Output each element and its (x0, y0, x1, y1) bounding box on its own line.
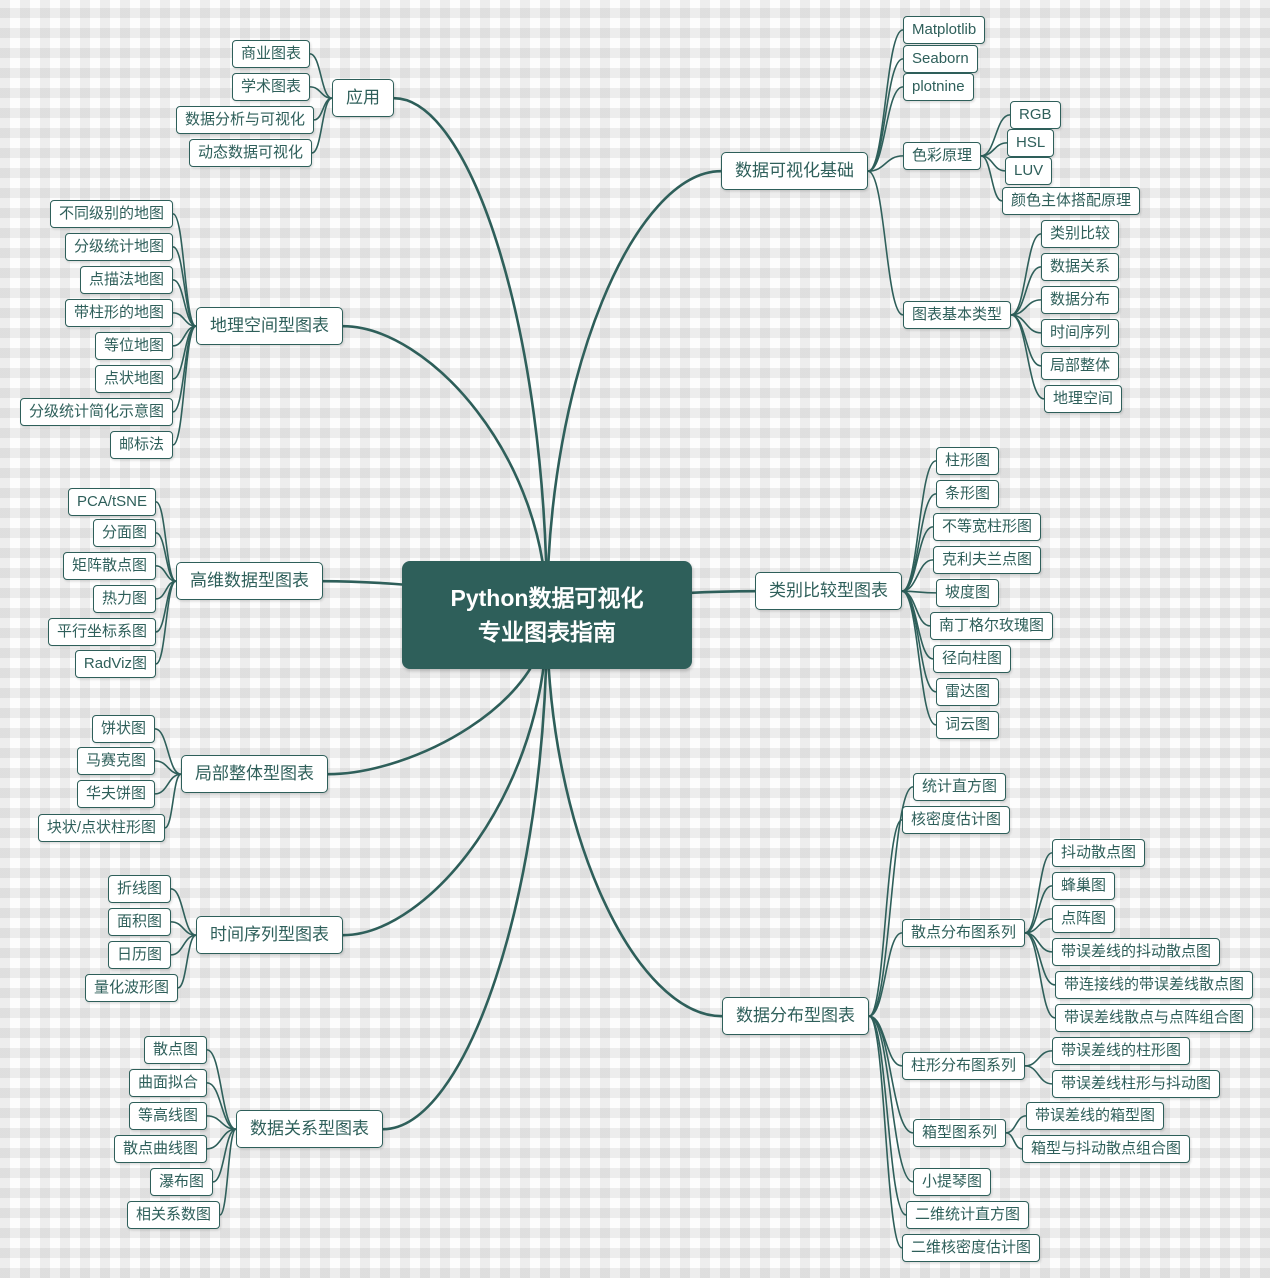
node-2d-kde-plot[interactable]: 二维核密度估计图 (902, 1234, 1041, 1262)
node-basic-chart-types[interactable]: 图表基本类型 (903, 301, 1012, 329)
node-facet-plot[interactable]: 分面图 (92, 519, 156, 547)
node-contour-plot[interactable]: 等高线图 (128, 1102, 207, 1130)
node-rgb[interactable]: RGB (1010, 101, 1061, 129)
node-error-scatter-dot-array-combo[interactable]: 带误差线散点与点阵组合图 (1055, 1004, 1254, 1032)
node-radar-chart[interactable]: 雷达图 (936, 678, 1000, 706)
node-2d-histogram[interactable]: 二维统计直方图 (906, 1201, 1030, 1229)
node-matplotlib[interactable]: Matplotlib (903, 16, 986, 44)
node-time-series[interactable]: 时间序列 (1041, 319, 1120, 347)
node-data-relationship[interactable]: 数据关系 (1041, 253, 1120, 281)
central-topic[interactable]: Python数据可视化 专业图表指南 (402, 561, 692, 669)
node-seaborn[interactable]: Seaborn (903, 45, 978, 73)
node-heatmap[interactable]: 热力图 (92, 585, 156, 613)
node-waterfall-chart[interactable]: 瀑布图 (149, 1168, 213, 1196)
branch-dataviz-basics[interactable]: 数据可视化基础 (721, 152, 868, 191)
branch-data-relationship-charts[interactable]: 数据关系型图表 (236, 1110, 383, 1149)
node-multi-level-maps[interactable]: 不同级别的地图 (49, 200, 173, 228)
node-geospatial[interactable]: 地理空间 (1044, 385, 1123, 413)
node-business-charts[interactable]: 商业图表 (231, 40, 310, 68)
node-color-theory[interactable]: 色彩原理 (903, 142, 982, 170)
node-parallel-coordinates[interactable]: 平行坐标系图 (47, 618, 156, 646)
node-pie-chart[interactable]: 饼状图 (91, 715, 155, 743)
node-violin-plot[interactable]: 小提琴图 (913, 1168, 992, 1196)
node-waffle-chart[interactable]: 华夫饼图 (76, 780, 155, 808)
node-color-matching-principles[interactable]: 颜色主体搭配原理 (1002, 187, 1141, 215)
node-radial-column-chart[interactable]: 径向柱图 (933, 645, 1012, 673)
node-stamp-method[interactable]: 邮标法 (109, 431, 173, 459)
node-block-dot-column-chart[interactable]: 块状/点状柱形图 (37, 814, 165, 842)
node-simplified-choropleth-diagram[interactable]: 分级统计简化示意图 (19, 398, 173, 426)
node-radviz[interactable]: RadViz图 (74, 650, 156, 678)
node-scatter-distribution-series[interactable]: 散点分布图系列 (902, 919, 1026, 947)
branch-data-distribution-charts[interactable]: 数据分布型图表 (722, 997, 869, 1036)
node-error-column-with-jitter[interactable]: 带误差线柱形与抖动图 (1052, 1070, 1221, 1098)
node-bar-chart[interactable]: 条形图 (936, 480, 1000, 508)
node-plotnine[interactable]: plotnine (903, 73, 974, 101)
node-variable-width-column-chart[interactable]: 不等宽柱形图 (933, 513, 1042, 541)
node-jitter-scatter-error-bars[interactable]: 带误差线的抖动散点图 (1052, 938, 1221, 966)
node-luv[interactable]: LUV (1005, 157, 1053, 185)
node-scatter-matrix[interactable]: 矩阵散点图 (62, 552, 156, 580)
node-isopleth-map[interactable]: 等位地图 (94, 332, 173, 360)
node-error-bar-column-chart[interactable]: 带误差线的柱形图 (1052, 1037, 1191, 1065)
node-scatter-plot[interactable]: 散点图 (143, 1036, 207, 1064)
node-choropleth-map[interactable]: 分级统计地图 (64, 233, 173, 261)
node-part-to-whole[interactable]: 局部整体 (1041, 352, 1120, 380)
branch-applications[interactable]: 应用 (332, 79, 394, 118)
node-boxplot-series[interactable]: 箱型图系列 (913, 1119, 1007, 1147)
node-box-jitter-combo[interactable]: 箱型与抖动散点组合图 (1022, 1135, 1191, 1163)
node-pca-tsne[interactable]: PCA/tSNE (67, 488, 156, 516)
node-data-distribution[interactable]: 数据分布 (1041, 286, 1120, 314)
branch-time-series-charts[interactable]: 时间序列型图表 (196, 916, 343, 955)
node-cleveland-dot-plot[interactable]: 克利夫兰点图 (933, 546, 1042, 574)
node-column-chart[interactable]: 柱形图 (936, 447, 1000, 475)
node-data-analysis-and-viz[interactable]: 数据分析与可视化 (175, 106, 314, 134)
central-topic-line2: 专业图表指南 (478, 619, 616, 645)
node-dot-array[interactable]: 点阵图 (1052, 905, 1116, 933)
branch-high-dimensional-charts[interactable]: 高维数据型图表 (176, 562, 323, 601)
node-nightingale-rose-chart[interactable]: 南丁格尔玫瑰图 (930, 612, 1054, 640)
node-error-bar-boxplot[interactable]: 带误差线的箱型图 (1026, 1102, 1165, 1130)
node-streamgraph[interactable]: 量化波形图 (84, 974, 178, 1002)
node-calendar-chart[interactable]: 日历图 (107, 941, 171, 969)
node-dynamic-data-viz[interactable]: 动态数据可视化 (188, 139, 312, 167)
node-surface-fitting[interactable]: 曲面拟合 (128, 1069, 207, 1097)
node-academic-charts[interactable]: 学术图表 (231, 73, 310, 101)
node-point-map[interactable]: 点状地图 (94, 365, 173, 393)
node-dot-density-map[interactable]: 点描法地图 (79, 266, 173, 294)
node-connected-error-bar-scatter[interactable]: 带连接线的带误差线散点图 (1055, 971, 1254, 999)
node-kde-plot[interactable]: 核密度估计图 (902, 806, 1011, 834)
node-slope-chart[interactable]: 坡度图 (936, 579, 1000, 607)
node-correlation-coefficient-plot[interactable]: 相关系数图 (126, 1201, 220, 1229)
node-line-chart[interactable]: 折线图 (107, 875, 171, 903)
node-histogram[interactable]: 统计直方图 (913, 773, 1007, 801)
node-mosaic-plot[interactable]: 马赛克图 (76, 747, 155, 775)
branch-part-to-whole-charts[interactable]: 局部整体型图表 (181, 755, 328, 794)
node-hexbin[interactable]: 蜂巢图 (1052, 872, 1116, 900)
node-column-distribution-series[interactable]: 柱形分布图系列 (902, 1052, 1026, 1080)
node-scatter-curve-plot[interactable]: 散点曲线图 (113, 1135, 207, 1163)
node-area-chart[interactable]: 面积图 (107, 908, 171, 936)
node-hsl[interactable]: HSL (1007, 129, 1055, 157)
central-topic-line1: Python数据可视化 (450, 584, 644, 611)
branch-geospatial-charts[interactable]: 地理空间型图表 (196, 307, 343, 346)
node-jitter-scatter[interactable]: 抖动散点图 (1052, 839, 1146, 867)
node-map-with-columns[interactable]: 带柱形的地图 (64, 299, 173, 327)
branch-category-comparison-charts[interactable]: 类别比较型图表 (755, 572, 902, 611)
node-word-cloud[interactable]: 词云图 (936, 711, 1000, 739)
node-category-comparison[interactable]: 类别比较 (1041, 220, 1120, 248)
